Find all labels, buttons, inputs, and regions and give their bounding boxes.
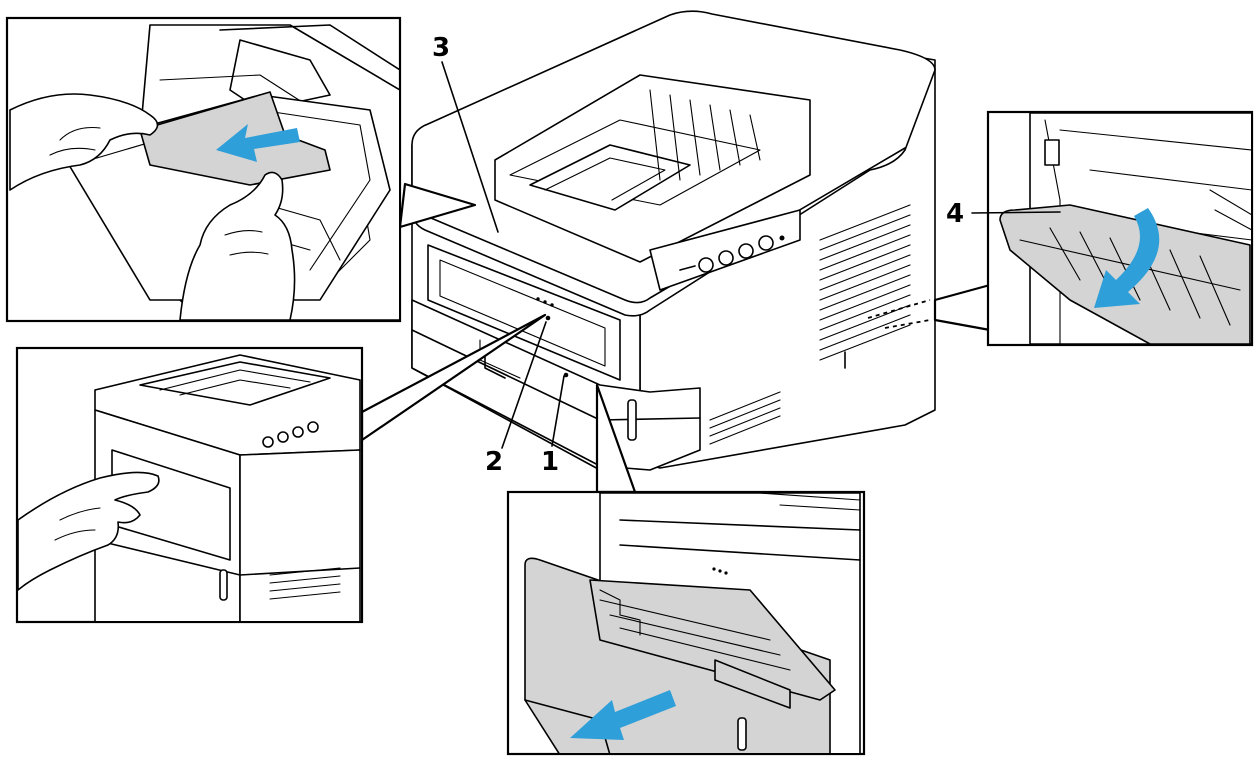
pull-arrow-icon: [570, 690, 676, 740]
callout-3: 3: [432, 33, 450, 63]
side-vents: [709, 204, 911, 445]
callout-leaders: [441, 61, 1061, 449]
pull-arrow-icon: [216, 124, 300, 162]
callout-2: 2: [485, 447, 503, 477]
panel-left: [15, 313, 547, 624]
callout-4: 4: [946, 199, 964, 229]
main-printer: [411, 10, 936, 471]
panel-right: [933, 110, 1254, 347]
callout-1: 1: [541, 447, 559, 477]
panel-bottom: [506, 383, 866, 756]
panel-top-left: [5, 16, 477, 323]
curved-arrow-icon: [1094, 208, 1160, 308]
